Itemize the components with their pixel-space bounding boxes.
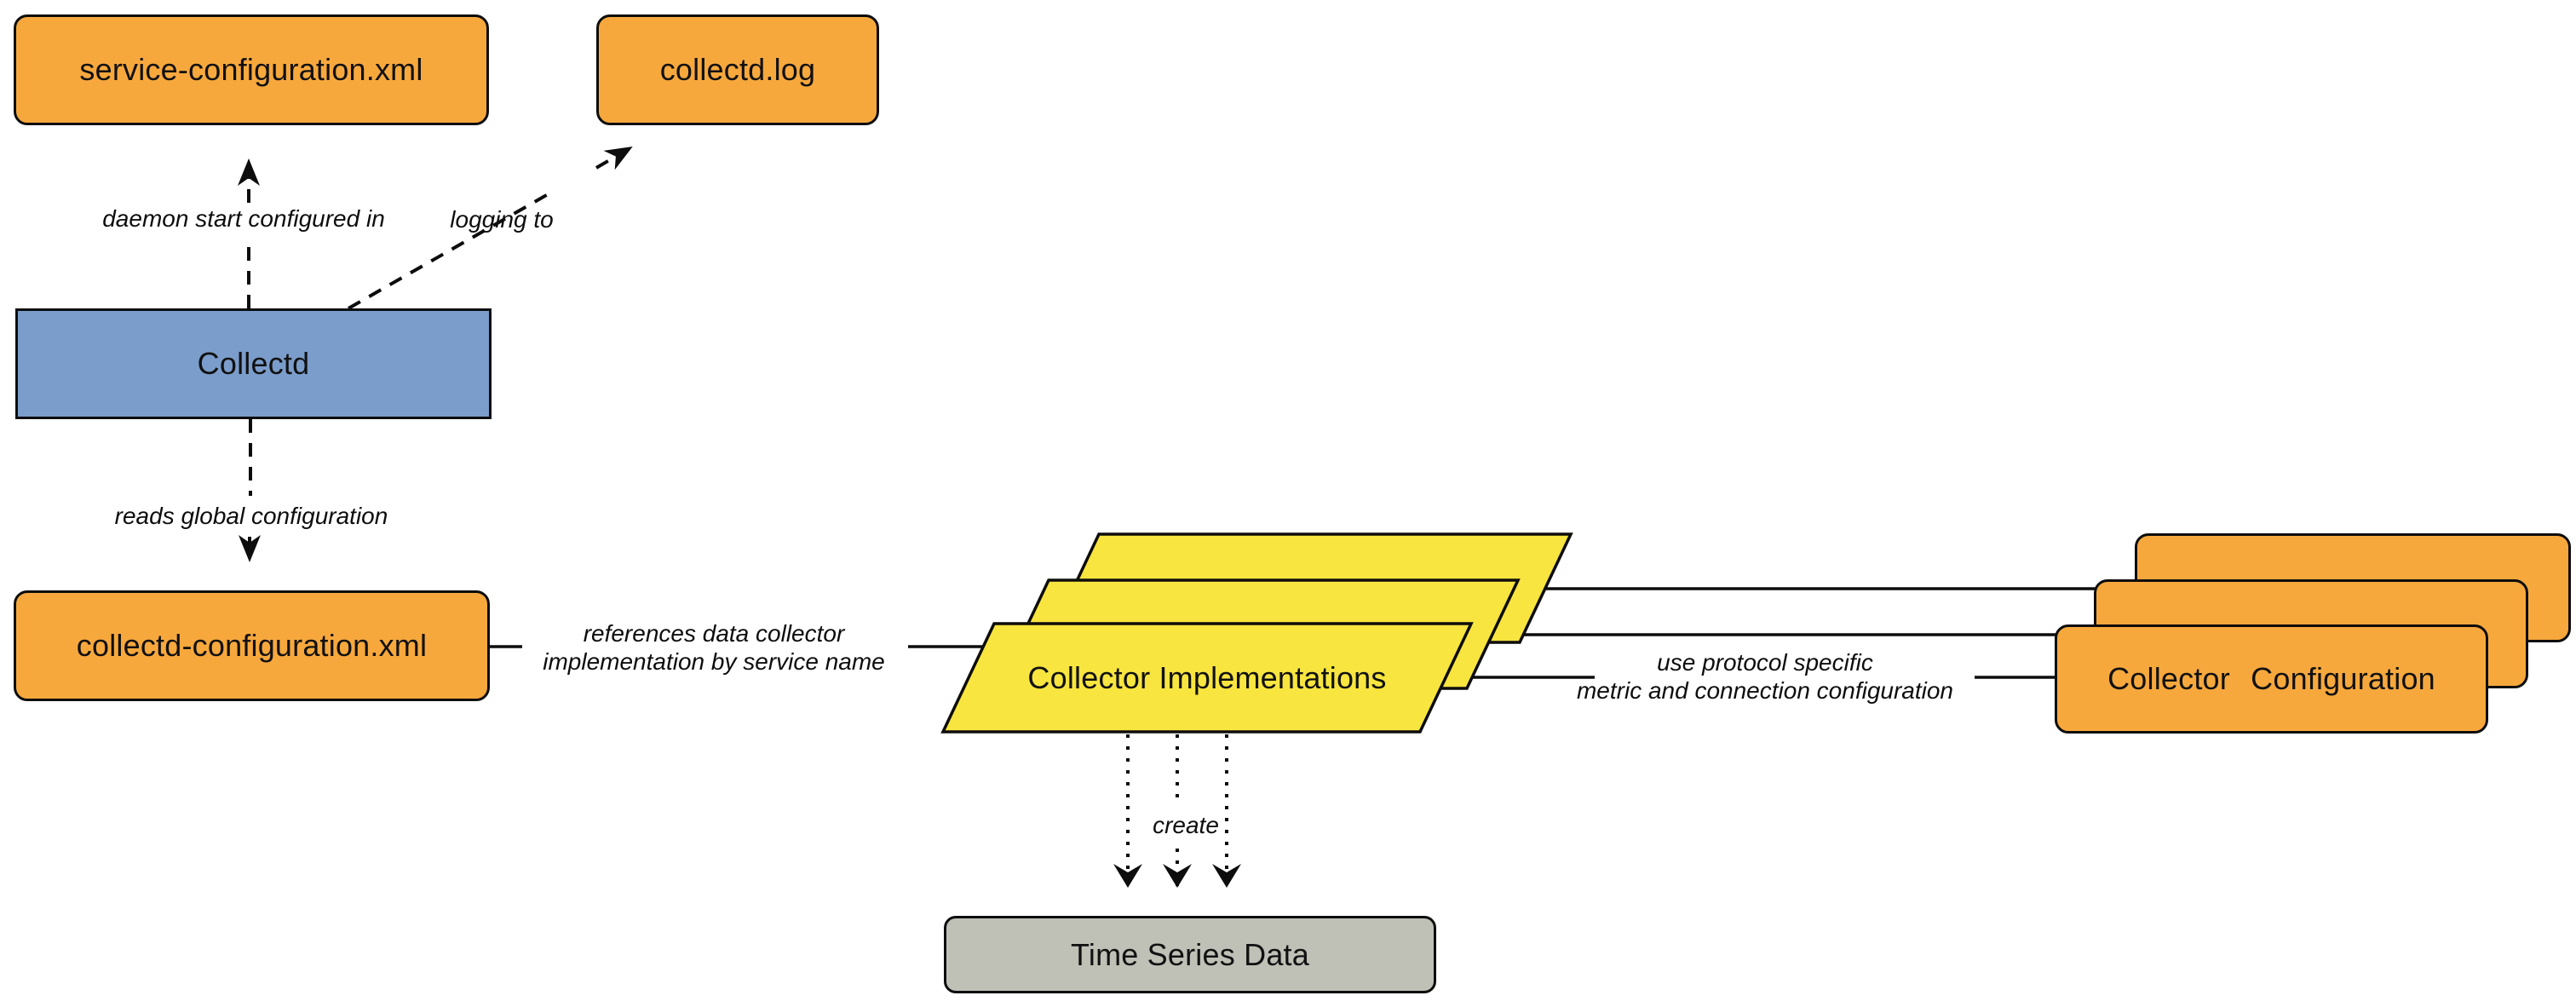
collector-implementations-stack — [940, 532, 1573, 734]
edge-label-references-line2: implementation by service name — [543, 648, 885, 675]
node-service-configuration-xml-label: service-configuration.xml — [79, 52, 423, 87]
node-time-series-data-label: Time Series Data — [1071, 936, 1309, 972]
node-collectd-log: collectd.log — [596, 14, 879, 125]
node-collector-implementations-label: Collector Implementations — [1027, 660, 1387, 695]
node-collectd-log-label: collectd.log — [659, 52, 816, 87]
edge-label-use-protocol: use protocol specific metric and connect… — [1552, 648, 1978, 705]
edge-label-create: create — [1153, 812, 1219, 838]
node-collector-configuration-label: Collector Configuration — [2107, 661, 2435, 696]
edge-label-references-line1: references data collector — [583, 620, 845, 647]
edge-logging-to-arrow — [348, 146, 633, 310]
node-service-configuration-xml: service-configuration.xml — [14, 14, 489, 125]
edge-label-logging-to: logging to — [450, 206, 554, 233]
node-collectd-configuration-xml: collectd-configuration.xml — [14, 590, 490, 701]
node-collectd-label: Collectd — [197, 346, 310, 381]
node-collectd-configuration-xml-label: collectd-configuration.xml — [76, 628, 428, 663]
node-collector-configuration: Collector Configuration — [2055, 624, 2488, 734]
edge-label-reads-global: reads global configuration — [114, 503, 388, 529]
edge-label-references: references data collector implementation… — [501, 619, 927, 676]
node-time-series-data: Time Series Data — [944, 916, 1436, 993]
node-collectd: Collectd — [15, 308, 492, 419]
collector-implementations-shape-front — [940, 622, 1474, 734]
edge-create-arrows — [1113, 734, 1241, 888]
edge-label-use-protocol-line1: use protocol specific — [1657, 649, 1873, 676]
edge-label-use-protocol-line2: metric and connection configuration — [1576, 677, 1954, 704]
edge-label-daemon-start: daemon start configured in — [102, 205, 385, 232]
